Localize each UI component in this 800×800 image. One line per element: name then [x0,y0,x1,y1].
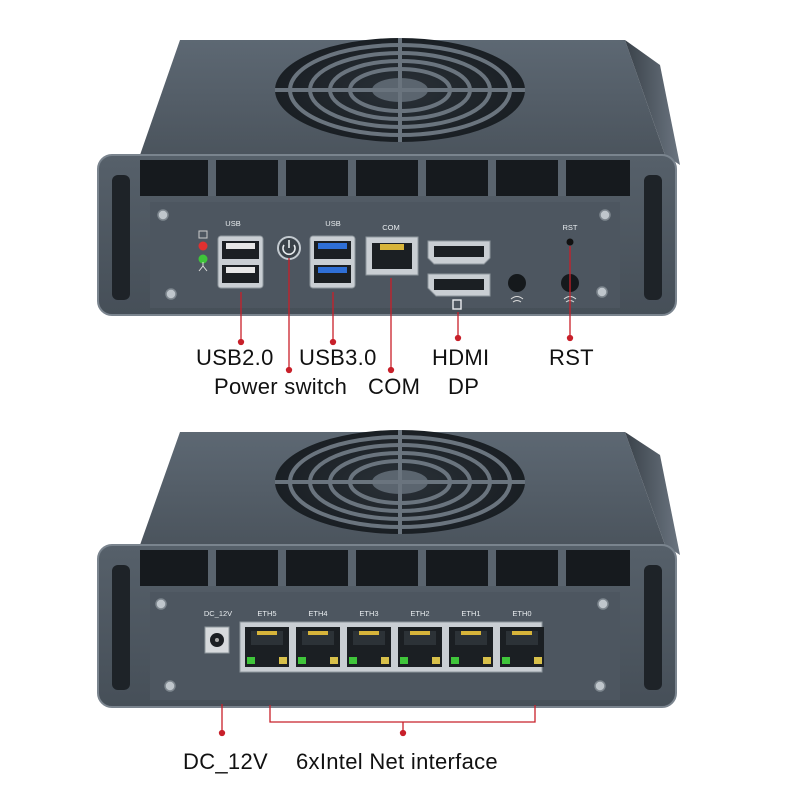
eth-port-label: ETH0 [512,609,531,618]
ethernet-port [245,627,289,667]
chassis-side-2 [625,432,680,555]
displayport-port [427,273,491,297]
vent-fins-2 [208,550,566,586]
power-icon [277,236,301,260]
com-port-label: COM [382,223,400,232]
dc-jack [204,626,230,654]
callout-dp: DP [448,374,480,399]
fan-icon [275,430,525,534]
rst-port-label: RST [563,223,578,232]
ethernet-port [500,627,544,667]
screws [157,209,611,300]
callout-usb2: USB2.0 [196,345,274,370]
eth-port-label: ETH2 [410,609,429,618]
eth-port-label: ETH3 [359,609,378,618]
side-rail-right-2 [644,565,662,690]
side-rail-left [112,175,130,300]
chassis-side [625,40,680,165]
top-device: USB USB COM [97,38,680,316]
callout-net: 6xIntel Net interface [296,749,498,774]
callout-com: COM [368,374,421,399]
side-rail-right [644,175,662,300]
vent-slots [140,160,630,196]
callout-hdmi: HDMI [432,345,490,370]
vent-fins [208,160,566,196]
eth-port-label: ETH1 [461,609,480,618]
dc-port-label: DC_12V [204,609,232,618]
usb3-ports [309,235,356,289]
reset-button [566,238,574,246]
callout-power-switch: Power switch [214,374,348,399]
vent-slots-2 [140,550,630,586]
ethernet-port [449,627,493,667]
callout-dc: DC_12V [183,749,268,774]
usb3-port-label: USB [325,219,340,228]
displayport-icon [452,299,462,310]
callout-usb3: USB3.0 [299,345,377,370]
bottom-device: DC_12V [97,430,680,708]
fan-icon [275,38,525,142]
hdmi-port [427,240,491,265]
ethernet-ports [245,627,544,667]
usb2-ports [217,235,264,289]
top-callouts [237,246,574,374]
bottom-callouts [218,704,536,737]
ethernet-port [398,627,442,667]
callout-rst: RST [549,345,594,370]
screws-2 [155,598,609,692]
ethernet-port [347,627,391,667]
led-icon [198,230,208,272]
side-rail-left-2 [112,565,130,690]
eth-port-label: ETH4 [308,609,327,618]
eth-port-label: ETH5 [257,609,276,618]
usb2-port-label: USB [225,219,240,228]
ethernet-port [296,627,340,667]
com-port [365,236,419,276]
